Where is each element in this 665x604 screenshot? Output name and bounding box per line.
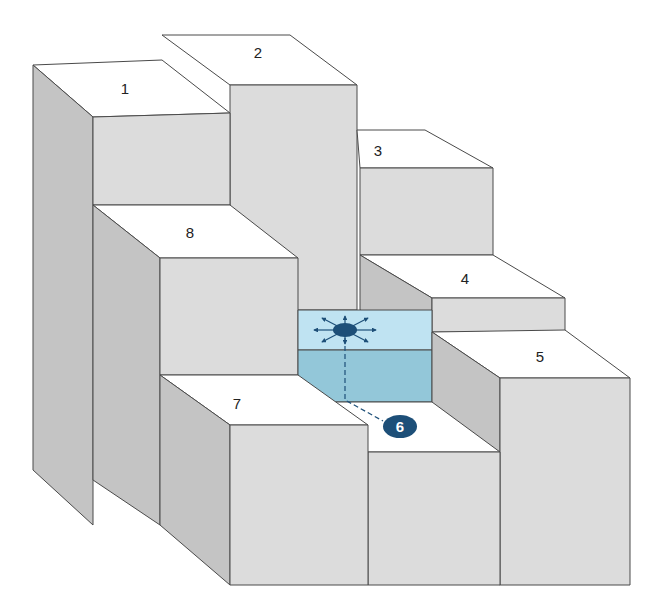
callout-number: 4: [461, 271, 469, 286]
callout-number: 6: [396, 419, 404, 434]
block-front: [93, 113, 230, 205]
block-side: [160, 375, 230, 585]
block-side: [93, 205, 160, 525]
block-front: [360, 168, 493, 255]
callout-number: 2: [254, 45, 262, 60]
leader-line: [345, 338, 383, 421]
source-dot: [333, 323, 357, 337]
block-front: [500, 378, 630, 585]
block-front: [160, 258, 298, 375]
callout-number: 3: [374, 143, 382, 158]
block-top: [357, 130, 493, 168]
callout-number: 1: [121, 81, 129, 96]
block-front: [368, 452, 500, 585]
callout-number: 8: [186, 225, 194, 240]
callout-ellipse: 6: [383, 415, 417, 438]
block-top: [162, 35, 357, 85]
block-side: [33, 65, 93, 525]
block-front: [230, 425, 368, 585]
callout-number: 5: [536, 349, 544, 364]
callout-number: 7: [233, 396, 241, 411]
block-front: [432, 298, 565, 332]
source-cell-top: [298, 310, 432, 350]
